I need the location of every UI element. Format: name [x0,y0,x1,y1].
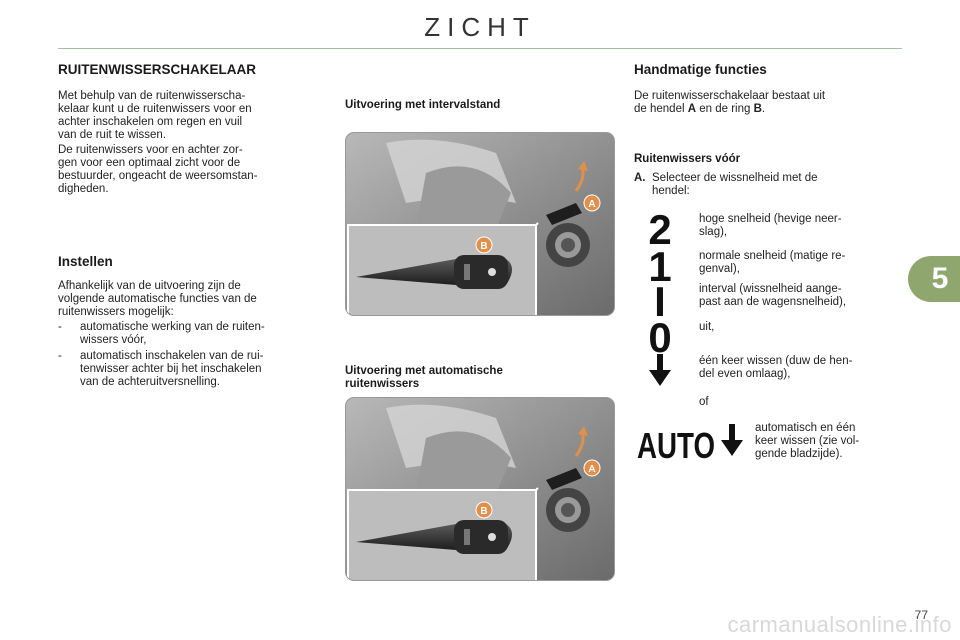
title-divider [58,48,902,49]
interval-icon: I [646,280,674,320]
off-description: uit, [699,321,715,333]
settings-heading: Instellen [58,254,113,269]
intro-paragraph: Met behulp van de ruitenwisserscha-kelaa… [58,90,252,141]
step-a: A. Selecteer de wissnelheid met de hende… [634,172,818,197]
svg-text:2: 2 [648,208,671,248]
auto-switch-photo: A B [345,397,615,581]
speed-1-description: normale snelheid (matige re-genval), [699,250,846,275]
interval-description: interval (wissnelheid aange-past aan de … [699,283,847,308]
chapter-tab: 5 [908,256,960,302]
watermark: carmanualsonline.info [727,612,952,637]
speed-1-icon: 1 [646,245,674,285]
front-wipers-heading: Ruitenwissers vóór [634,153,741,165]
single-wipe-description: één keer wissen (duw de hen-del even oml… [699,355,853,380]
speed-2-description: hoge snelheid (hevige neer-slag), [699,213,842,238]
function-list: - automatische werking van de ruiten-wis… [58,321,326,392]
or-label: of [699,396,709,408]
interval-switch-photo: A B [345,132,615,316]
manual-heading: Handmatige functies [634,62,767,77]
label-b: B [480,241,487,252]
interval-caption: Uitvoering met intervalstand [345,99,501,111]
visibility-paragraph: De ruitenwissers voor en achter zor-gen … [58,144,258,195]
label-b-marker [475,236,493,254]
label-a: A [588,464,595,475]
manual-intro: De ruitenwisserschakelaar bestaat uit de… [634,90,826,115]
label-a-marker [583,459,601,477]
list-item: - automatische werking van de ruiten-wis… [58,321,265,346]
label-a-marker [583,194,601,212]
chapter-number: 5 [931,262,949,295]
svg-text:I: I [654,280,666,320]
speed-2-icon: 2 [646,208,674,248]
auto-icon: AUTO [637,418,747,464]
off-icon: 0 [646,316,674,356]
section-heading: RUITENWISSERSCHAKELAAR [58,62,257,77]
list-item: - automatisch inschakelen van de rui-ten… [58,350,264,388]
page-title: ZICHT [424,12,536,42]
label-b: B [480,506,487,517]
label-b-marker [475,501,493,519]
svg-text:1: 1 [648,245,671,285]
svg-text:AUTO: AUTO [637,425,715,464]
single-wipe-arrow-icon: ↓ [646,352,674,392]
label-a: A [588,199,595,210]
page-number: 77 [914,608,928,622]
svg-text:0: 0 [648,316,671,356]
